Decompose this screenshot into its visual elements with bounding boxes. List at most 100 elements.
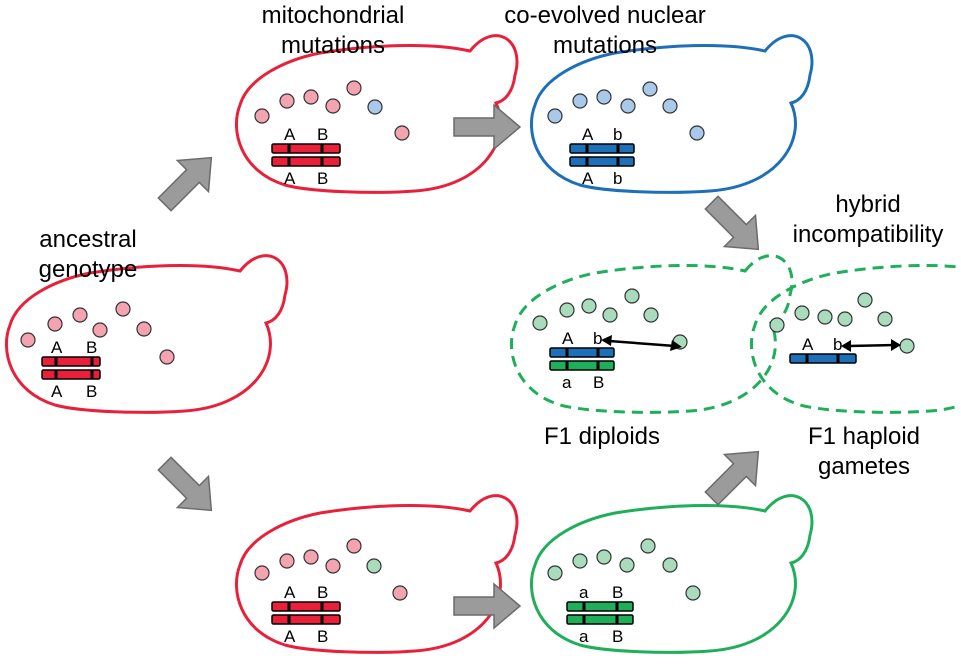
mitochondrion bbox=[532, 315, 548, 331]
mitochondrion bbox=[899, 338, 915, 354]
label-hybrid: hybrid incompatibility bbox=[793, 191, 944, 248]
mitochondrion bbox=[115, 301, 131, 317]
allele-label: B bbox=[317, 125, 328, 144]
arrow-to-hybrid bbox=[695, 186, 775, 266]
nucleus-chromosomes: a B a B bbox=[566, 583, 634, 646]
allele-label: B bbox=[317, 583, 328, 602]
label-line: mitochondrial bbox=[262, 2, 405, 29]
mitochondrion bbox=[20, 332, 36, 348]
mitochondrion bbox=[303, 89, 319, 105]
mitochondrion bbox=[642, 81, 658, 97]
mitochondrion bbox=[620, 98, 636, 114]
mitochondrion bbox=[662, 98, 678, 114]
mitochondrion bbox=[325, 558, 341, 574]
mitochondrion bbox=[346, 538, 362, 554]
mitochondrion bbox=[366, 558, 382, 574]
label-line: mutations bbox=[281, 32, 385, 59]
allele-label: A bbox=[284, 583, 296, 602]
mitochondrion bbox=[92, 322, 108, 338]
allele-label: b bbox=[833, 335, 842, 354]
allele-label: A bbox=[51, 338, 63, 357]
mitochondrion bbox=[303, 549, 319, 565]
mitochondrion bbox=[572, 93, 588, 109]
arrow-to-mito-top bbox=[148, 141, 228, 221]
mitochondria bbox=[769, 292, 915, 354]
mitochondrion bbox=[279, 93, 295, 109]
allele-label: B bbox=[86, 382, 97, 401]
allele-label: A bbox=[284, 169, 296, 188]
mitochondrion bbox=[367, 99, 383, 115]
mitochondrion bbox=[857, 292, 873, 308]
mitochondria bbox=[20, 301, 175, 365]
mitochondrion bbox=[596, 89, 612, 105]
mitochondrion bbox=[159, 349, 175, 365]
mitochondrion bbox=[817, 309, 833, 325]
mitochondria bbox=[547, 81, 705, 141]
label-line: mutations bbox=[553, 32, 657, 59]
cell-f1-haploid: A b bbox=[749, 254, 961, 414]
allele-label: A bbox=[802, 335, 814, 354]
mitochondrion bbox=[596, 549, 612, 565]
chromosome-2 bbox=[566, 614, 634, 625]
incompatibility-arrow bbox=[601, 335, 682, 351]
mitochondrion bbox=[640, 538, 656, 554]
nucleus-chromosomes: A B A B bbox=[271, 583, 341, 646]
chromosome-1 bbox=[271, 601, 341, 612]
nucleus-chromosomes: A B A B bbox=[271, 125, 341, 188]
label-haploid: F1 haploid gametes bbox=[808, 423, 920, 480]
label-line: incompatibility bbox=[793, 221, 944, 248]
allele-label: a bbox=[562, 373, 572, 392]
chromosome-2 bbox=[569, 156, 635, 167]
incompatibility-arrow bbox=[841, 339, 901, 352]
allele-label: B bbox=[86, 338, 97, 357]
nucleus-chromosomes: A b A b bbox=[569, 125, 635, 188]
cell-membrane bbox=[529, 494, 814, 654]
mitochondrion bbox=[47, 316, 63, 332]
cell-f1-diploid: A b a B bbox=[509, 254, 794, 414]
mitochondrion bbox=[837, 311, 853, 327]
mitochondria bbox=[547, 538, 701, 601]
nucleus-chromosomes: A B A B bbox=[41, 338, 101, 401]
mitochondrion bbox=[392, 585, 408, 601]
allele-label: A bbox=[51, 382, 63, 401]
mitochondria bbox=[254, 538, 408, 601]
allele-label: a bbox=[579, 583, 589, 602]
allele-label: B bbox=[612, 627, 623, 646]
mitochondrion bbox=[547, 565, 563, 581]
allele-label: B bbox=[317, 627, 328, 646]
allele-label: A bbox=[284, 627, 296, 646]
mitochondrion bbox=[877, 311, 893, 327]
mitochondria bbox=[254, 80, 410, 141]
mitochondrion bbox=[685, 585, 701, 601]
cell-mito-bottom: A B A B bbox=[234, 494, 519, 654]
chromosome-1 bbox=[566, 601, 634, 612]
label-line: hybrid bbox=[835, 191, 900, 218]
allele-label: b bbox=[593, 329, 602, 348]
chromosome-1 bbox=[549, 347, 615, 358]
nucleus-chromosomes: A b bbox=[789, 335, 857, 364]
cell-nuclear-top: A b A b bbox=[529, 34, 814, 194]
mitochondrion bbox=[602, 307, 618, 323]
mitochondrion bbox=[325, 98, 341, 114]
mitochondrion bbox=[624, 288, 640, 304]
allele-label: A bbox=[284, 125, 296, 144]
label-line: F1 diploids bbox=[544, 423, 660, 450]
cell-nuclear-bottom: a B a B bbox=[529, 494, 814, 654]
mitochondrion bbox=[559, 302, 575, 318]
nucleus-chromosomes: A b a B bbox=[549, 329, 615, 392]
allele-label: b bbox=[613, 125, 622, 144]
cell-membrane bbox=[509, 254, 794, 414]
chromosome-1 bbox=[789, 353, 857, 364]
allele-label: B bbox=[317, 169, 328, 188]
chromosome-1 bbox=[271, 143, 341, 154]
label-diploids: F1 diploids bbox=[544, 423, 660, 450]
label-nuclear: co-evolved nuclear mutations bbox=[504, 2, 705, 59]
allele-label: A bbox=[562, 329, 574, 348]
mitochondrion bbox=[619, 557, 635, 573]
process-arrows bbox=[148, 104, 775, 629]
mitochondrion bbox=[394, 125, 410, 141]
mitochondrion bbox=[572, 553, 588, 569]
mitochondrion bbox=[769, 317, 785, 333]
